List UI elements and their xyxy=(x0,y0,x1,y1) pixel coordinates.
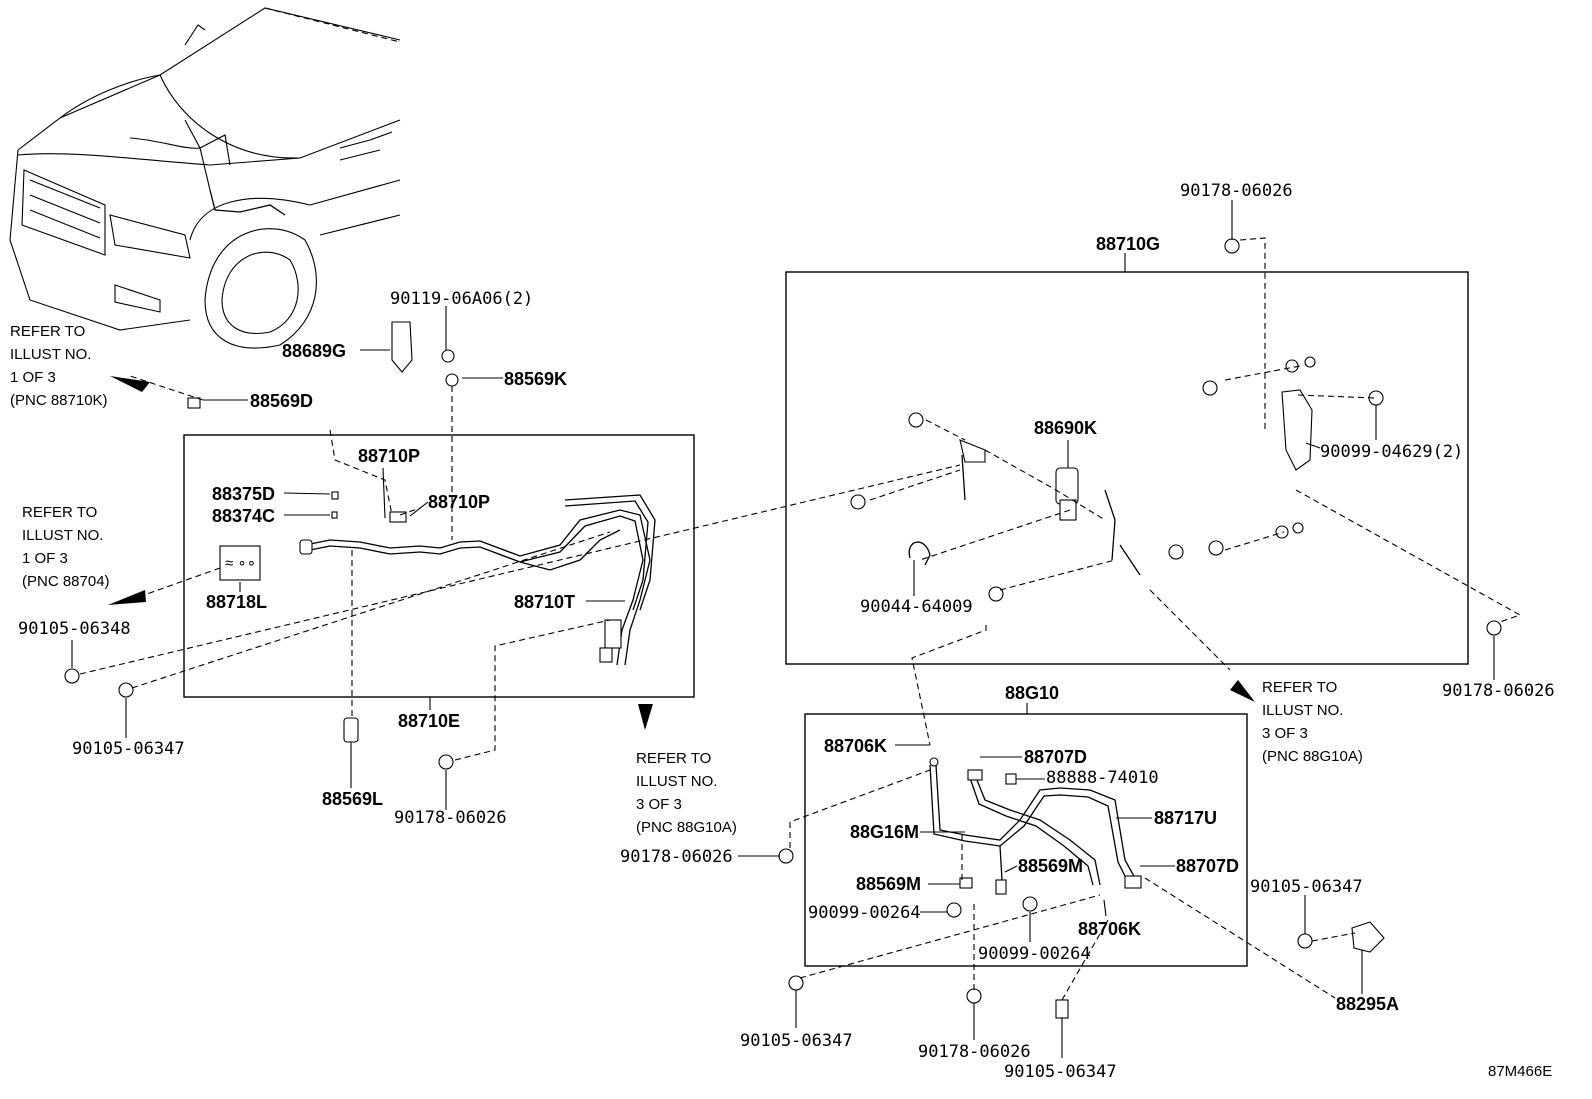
ring-88374C xyxy=(331,511,338,519)
label-90099-04629: 90099-04629(2) xyxy=(1320,442,1463,462)
label-90044-64009: 90044-64009 xyxy=(860,597,973,617)
svg-text:REFER TO: REFER TO xyxy=(10,323,85,340)
label-88G16M: 88G16M xyxy=(850,822,919,842)
svg-text:REFER TO: REFER TO xyxy=(1262,679,1337,696)
label-90099-00264-b: 90099-00264 xyxy=(978,944,1091,964)
refer-note-2: REFER TO ILLUST NO. 1 OF 3 (PNC 88704) xyxy=(22,504,110,590)
label-90178-06026-mid: 90178-06026 xyxy=(394,808,507,828)
label-90119-06A06: 90119-06A06(2) xyxy=(390,289,533,309)
label-88710T: 88710T xyxy=(514,592,575,612)
assembly-box-88710G xyxy=(785,271,1469,665)
label-88690K: 88690K xyxy=(1034,418,1097,438)
illustration-code: 87M466E xyxy=(1488,1063,1552,1080)
clip-88569D xyxy=(187,397,201,409)
clamp-90044 xyxy=(908,541,931,566)
svg-text:ILLUST NO.: ILLUST NO. xyxy=(1262,702,1343,719)
label-88710G: 88710G xyxy=(1096,234,1160,254)
svg-text:ILLUST NO.: ILLUST NO. xyxy=(10,346,91,363)
svg-text:3 OF 3: 3 OF 3 xyxy=(636,796,682,813)
label-90105-06347-right: 90105-06347 xyxy=(1250,877,1363,897)
arrows xyxy=(108,376,1255,730)
sensor-88690K xyxy=(1055,467,1079,521)
assembly-box-88710E xyxy=(183,434,695,698)
label-88707D-b: 88707D xyxy=(1176,856,1239,876)
label-88717U: 88717U xyxy=(1154,808,1217,828)
svg-text:3 OF 3: 3 OF 3 xyxy=(1262,725,1308,742)
label-88569L: 88569L xyxy=(322,789,383,809)
label-88888-74010: 88888-74010 xyxy=(1046,768,1159,788)
refer-note-4: REFER TO ILLUST NO. 3 OF 3 (PNC 88G10A) xyxy=(1262,679,1363,765)
refer-note-3: REFER TO ILLUST NO. 3 OF 3 (PNC 88G10A) xyxy=(636,750,737,836)
part-labels: 88710G 90178-06026 90119-06A06(2) 88689G… xyxy=(18,181,1555,1082)
vehicle-illustration xyxy=(9,7,401,349)
label-88706K-a: 88706K xyxy=(824,736,887,756)
bracket-88689G xyxy=(391,321,413,373)
leader-lines xyxy=(71,200,1522,1058)
plate-88718L: ≈ ∘∘ xyxy=(219,545,261,581)
label-88718L: 88718L xyxy=(206,592,267,612)
label-90178-06026-top: 90178-06026 xyxy=(1180,181,1293,201)
label-88375D: 88375D xyxy=(212,484,275,504)
svg-text:1 OF 3: 1 OF 3 xyxy=(10,369,56,386)
label-90099-00264-a: 90099-00264 xyxy=(808,903,921,923)
label-90178-06026-left2: 90178-06026 xyxy=(620,847,733,867)
label-90105-06347-left: 90105-06347 xyxy=(72,739,185,759)
label-88707D-a: 88707D xyxy=(1024,747,1087,767)
label-88295A: 88295A xyxy=(1336,994,1399,1014)
label-88710E: 88710E xyxy=(398,711,460,731)
label-88374C: 88374C xyxy=(212,506,275,526)
label-90178-06026-right: 90178-06026 xyxy=(1442,681,1555,701)
svg-text:ILLUST NO.: ILLUST NO. xyxy=(22,527,103,544)
label-88569K: 88569K xyxy=(504,369,567,389)
svg-text:(PNC 88710K): (PNC 88710K) xyxy=(10,392,108,409)
label-90105-06347-bl: 90105-06347 xyxy=(740,1031,853,1051)
svg-text:ILLUST NO.: ILLUST NO. xyxy=(636,773,717,790)
valve-88710P xyxy=(389,511,407,523)
pipe-88717U xyxy=(929,757,1142,895)
svg-text:REFER TO: REFER TO xyxy=(636,750,711,767)
label-88689G: 88689G xyxy=(282,341,346,361)
label-88569M-b: 88569M xyxy=(1018,856,1083,876)
label-90105-06347-bottom: 90105-06347 xyxy=(1004,1062,1117,1082)
assembly-box-88G10 xyxy=(804,713,1248,967)
bracket-right xyxy=(959,389,1313,576)
svg-text:1 OF 3: 1 OF 3 xyxy=(22,550,68,567)
cap-88375D xyxy=(331,491,339,500)
pipe-88710T xyxy=(299,494,656,666)
svg-text:(PNC 88G10A): (PNC 88G10A) xyxy=(636,819,737,836)
label-88710P-a: 88710P xyxy=(358,446,420,466)
svg-text:(PNC 88704): (PNC 88704) xyxy=(22,573,110,590)
label-88706K-b: 88706K xyxy=(1078,919,1141,939)
label-88569D: 88569D xyxy=(250,391,313,411)
svg-text:REFER TO: REFER TO xyxy=(22,504,97,521)
label-90178-06026-bottom: 90178-06026 xyxy=(918,1042,1031,1062)
svg-text:≈ ∘∘: ≈ ∘∘ xyxy=(225,555,256,572)
bracket-88295A xyxy=(1351,921,1385,953)
svg-text:(PNC 88G10A): (PNC 88G10A) xyxy=(1262,748,1363,765)
label-88569M-a: 88569M xyxy=(856,874,921,894)
refer-note-1: REFER TO ILLUST NO. 1 OF 3 (PNC 88710K) xyxy=(10,323,108,409)
label-88G10: 88G10 xyxy=(1005,683,1059,703)
fasteners xyxy=(64,238,1502,1019)
label-90105-06348: 90105-06348 xyxy=(18,619,131,639)
label-88710P-b: 88710P xyxy=(428,492,490,512)
